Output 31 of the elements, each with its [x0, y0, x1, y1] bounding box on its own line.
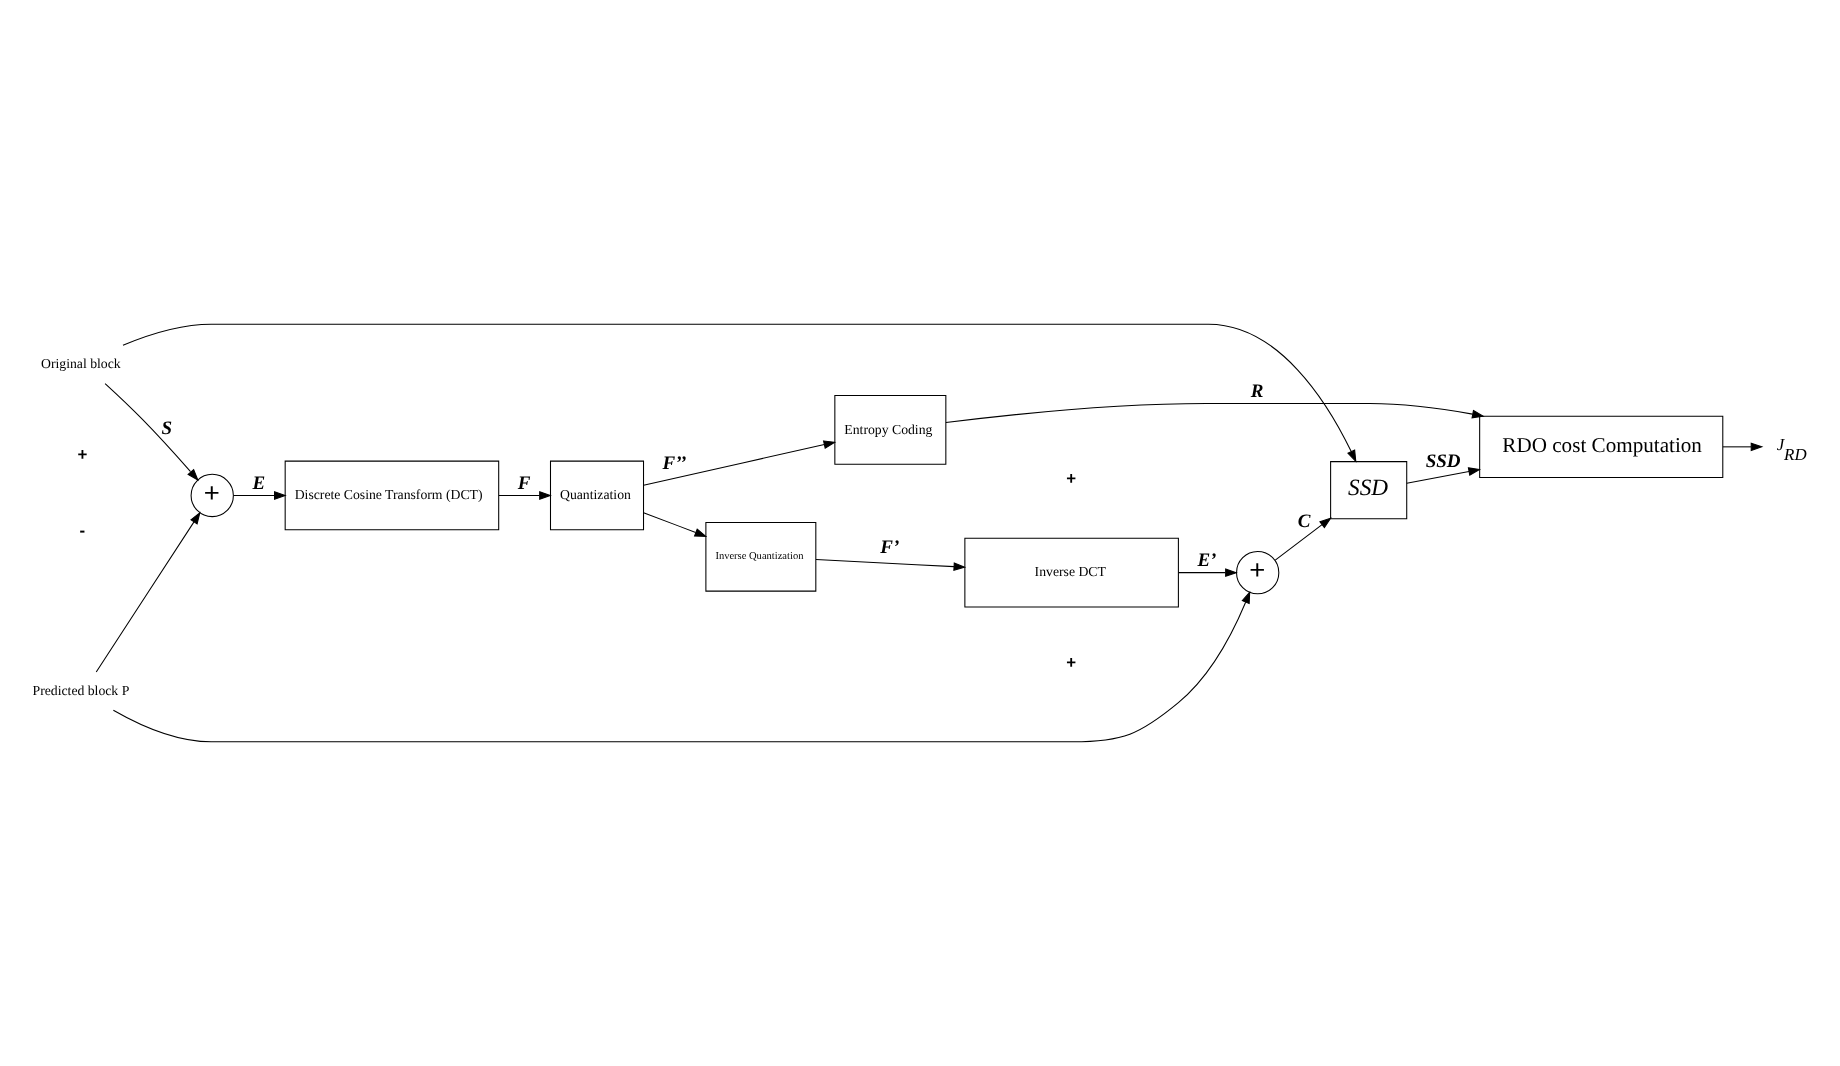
- edge-label: F’’: [661, 455, 686, 476]
- arrow: [1405, 467, 1481, 484]
- arrow: [497, 491, 551, 500]
- node-box: SSD: [1329, 461, 1407, 520]
- arrow: [814, 559, 966, 572]
- edge-label: F: [516, 474, 530, 495]
- edge-label: F’: [879, 538, 899, 559]
- arrow: [1721, 442, 1763, 452]
- node-circle: +: [1235, 550, 1279, 595]
- label: +: [76, 444, 87, 465]
- arrow: [111, 590, 1250, 743]
- node-circle: +: [189, 473, 233, 518]
- arrow: [642, 440, 836, 486]
- edge-label: S: [160, 419, 172, 440]
- arrow: [642, 512, 707, 537]
- label: +: [1065, 467, 1076, 488]
- edge-label: C: [1296, 512, 1310, 533]
- arrow: [1273, 517, 1331, 561]
- arrow: [94, 511, 200, 673]
- arrow: [121, 323, 1356, 463]
- arrow: [944, 403, 1484, 424]
- edge-label: E’: [1196, 551, 1216, 572]
- arrow: [232, 491, 286, 500]
- edge-label: R: [1249, 382, 1263, 403]
- label: -: [78, 520, 85, 541]
- arrow: [103, 383, 198, 482]
- edge-label: SSD: [1424, 453, 1460, 474]
- edge-label: E: [251, 474, 265, 495]
- label: +: [1065, 651, 1076, 672]
- node-box: RDO cost Computation: [1478, 415, 1723, 479]
- arrow: [1177, 568, 1237, 578]
